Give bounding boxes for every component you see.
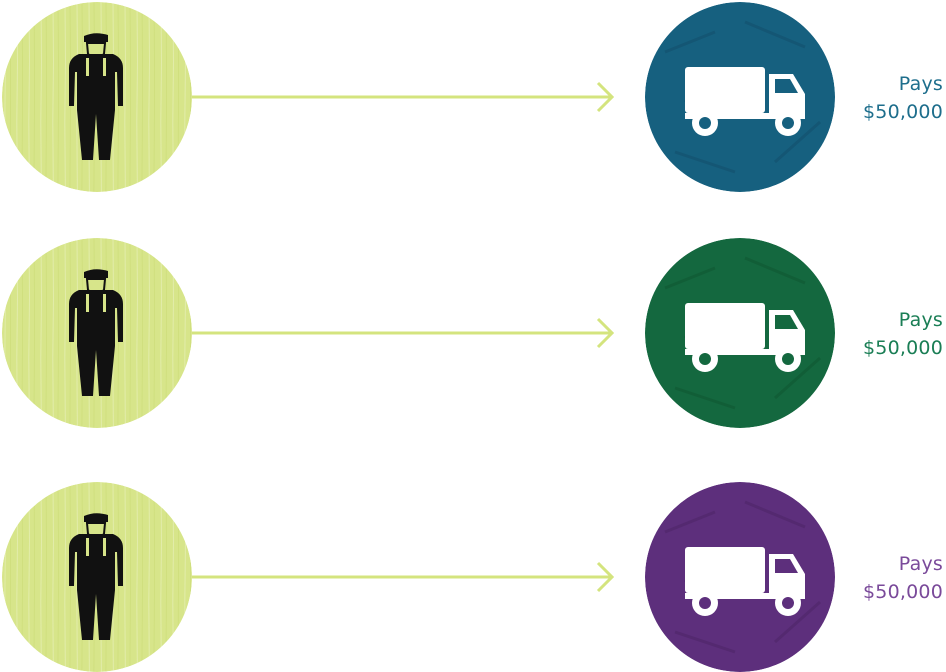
payment-amount: $50,000 (863, 337, 943, 359)
diagram-row-2: Pays $50,000 (0, 238, 946, 428)
diagram-row-3: Pays $50,000 (0, 482, 946, 672)
payment-amount: $50,000 (863, 101, 943, 123)
worker-circle (2, 482, 192, 672)
truck-icon (645, 2, 835, 192)
worker-circle (2, 2, 192, 192)
truck-icon (645, 238, 835, 428)
worker-icon (2, 2, 192, 192)
worker-icon (2, 238, 192, 428)
payment-label: Pays $50,000 (863, 550, 943, 606)
worker-circle (2, 238, 192, 428)
worker-icon (2, 482, 192, 672)
arrow-right (192, 81, 615, 113)
payment-label-line1: Pays (898, 73, 943, 95)
truck-circle (645, 238, 835, 428)
payment-label: Pays $50,000 (863, 306, 943, 362)
truck-circle (645, 482, 835, 672)
arrow-right (192, 561, 615, 593)
payment-label-line1: Pays (898, 309, 943, 331)
payment-label: Pays $50,000 (863, 70, 943, 126)
arrow-right (192, 317, 615, 349)
truck-icon (645, 482, 835, 672)
diagram-row-1: Pays $50,000 (0, 2, 946, 192)
payment-amount: $50,000 (863, 581, 943, 603)
truck-circle (645, 2, 835, 192)
payment-label-line1: Pays (898, 553, 943, 575)
